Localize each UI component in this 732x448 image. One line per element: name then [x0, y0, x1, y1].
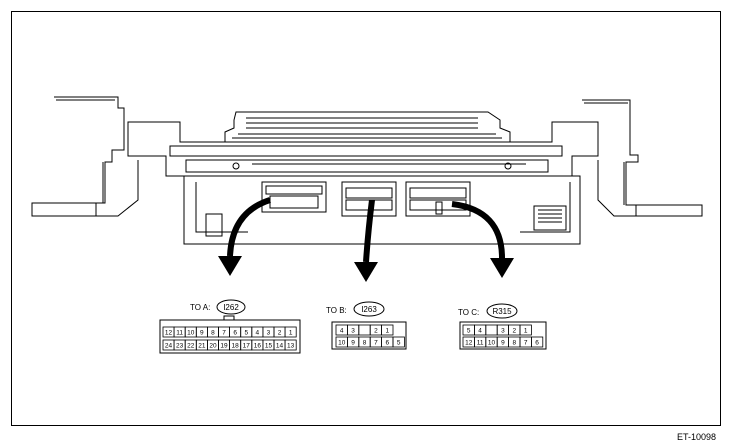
pin-label: 4	[478, 328, 482, 335]
module-housing	[31, 96, 703, 245]
pin-label: 24	[165, 343, 173, 350]
pin-label: 7	[524, 340, 528, 347]
pin-label: 4	[340, 328, 344, 335]
pin-cell	[284, 339, 297, 351]
arrow-to-connector-c	[451, 201, 514, 278]
pin-label: 9	[351, 340, 355, 347]
pin-label: 10	[187, 330, 195, 337]
pin-label: 5	[397, 340, 401, 347]
pin-label: 3	[267, 330, 271, 337]
pin-blank	[485, 324, 498, 336]
pin-label: 5	[467, 328, 471, 335]
pin-label: 9	[501, 340, 505, 347]
pin-cell	[381, 324, 394, 336]
pin-label: 3	[501, 328, 505, 335]
pin-label: 8	[363, 340, 367, 347]
connector-c-code-outline	[486, 303, 518, 319]
pin-label: 10	[488, 340, 496, 347]
pin-label: 2	[374, 328, 378, 335]
connector-c-prefix: TO C:	[458, 308, 479, 317]
pin-label: 14	[276, 343, 284, 350]
pin-label: 9	[200, 330, 204, 337]
pin-label: 2	[278, 330, 282, 337]
pin-label: 1	[524, 328, 528, 335]
pin-label: 8	[512, 340, 516, 347]
pin-label: 15	[265, 343, 273, 350]
pin-label: 1	[385, 328, 389, 335]
pin-cell	[519, 324, 532, 336]
connector-b-code-outline	[353, 301, 385, 317]
pin-label: 11	[477, 340, 484, 347]
pin-label: 2	[512, 328, 516, 335]
pin-label: 19	[220, 343, 228, 350]
pin-label: 8	[211, 330, 215, 337]
arrow-to-connector-b	[354, 199, 378, 282]
pin-label: 23	[176, 343, 184, 350]
pin-label: 4	[256, 330, 260, 337]
connector-c-body	[459, 321, 547, 350]
pin-label: 16	[254, 343, 262, 350]
figure-code: ET-10098	[676, 432, 716, 442]
pin-label: 10	[338, 340, 346, 347]
pin-label: 18	[232, 343, 240, 350]
pin-label: 7	[374, 340, 378, 347]
connector-a-prefix: TO A:	[190, 303, 210, 312]
pin-label: 6	[233, 330, 237, 337]
pin-label: 6	[385, 340, 389, 347]
pin-label: 21	[198, 343, 206, 350]
diagram-frame	[11, 11, 721, 426]
pin-cell	[284, 326, 297, 338]
pin-label: 12	[165, 330, 173, 337]
pin-label: 5	[244, 330, 248, 337]
pin-label: 12	[465, 340, 473, 347]
pin-label: 22	[187, 343, 195, 350]
pin-label: 1	[289, 330, 293, 337]
arrow-to-connector-a	[218, 197, 271, 276]
connector-a-code-outline	[216, 299, 246, 315]
connector-a-latch	[223, 315, 235, 321]
pin-label: 7	[222, 330, 226, 337]
pin-label: 11	[176, 330, 183, 337]
connector-c-code: R315	[492, 307, 512, 316]
pin-cell	[531, 336, 544, 348]
connector-b-code: I263	[361, 305, 377, 314]
pin-label: 20	[209, 343, 217, 350]
connector-a-code: I262	[223, 303, 239, 312]
pin-label: 6	[535, 340, 539, 347]
pin-label: 3	[351, 328, 355, 335]
pin-label: 17	[243, 343, 251, 350]
connector-b-prefix: TO B:	[326, 306, 347, 315]
pin-blank	[358, 324, 371, 336]
pin-label: 13	[287, 343, 295, 350]
pin-cell	[392, 336, 405, 348]
connector-b-body	[331, 321, 407, 350]
